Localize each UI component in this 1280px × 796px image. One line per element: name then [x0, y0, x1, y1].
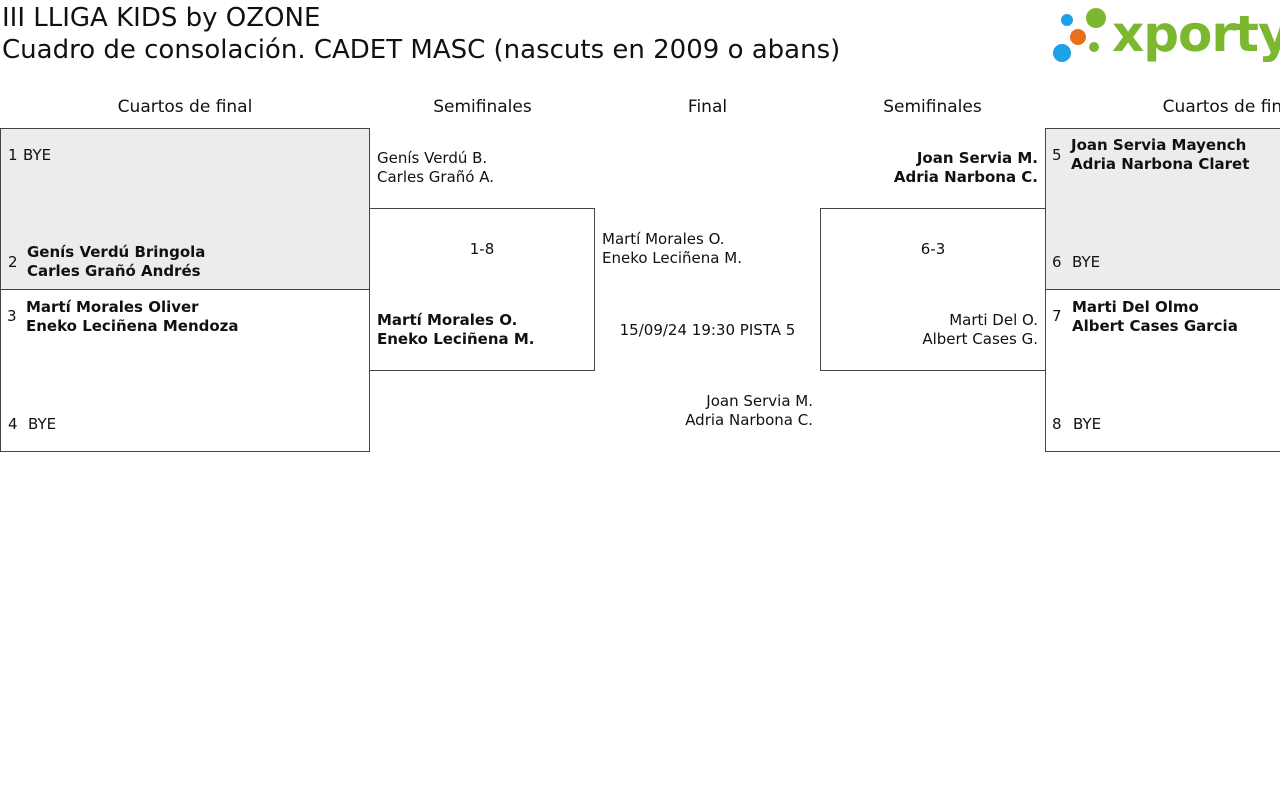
player-name: Joan Servia M. [916, 149, 1038, 167]
seed-number: 8 [1052, 415, 1062, 433]
semifinal-match-left [369, 208, 595, 371]
seed-number: 5 [1052, 146, 1062, 164]
seed-number: 2 [8, 253, 18, 271]
player-name: Joan Servia Mayench [1071, 136, 1247, 154]
player-name: Marti Del Olmo [1072, 298, 1199, 316]
player-name: Martí Morales O. [602, 230, 725, 248]
quarterfinal-match-1 [0, 128, 370, 290]
player-name: Eneko Leciñena Mendoza [26, 317, 239, 335]
xporty-logo [1050, 4, 1280, 66]
col-heading-right-quarters: Cuartos de final [1162, 97, 1280, 117]
seed-number: 6 [1052, 253, 1062, 271]
player-name: Adria Narbona Claret [1071, 155, 1250, 173]
player-name: Genís Verdú Bringola [27, 243, 206, 261]
player-name: Adria Narbona C. [685, 411, 813, 429]
match-score: 6-3 [920, 240, 946, 258]
player-name: Marti Del O. [949, 311, 1038, 329]
col-heading-final: Final [687, 97, 728, 117]
player-name: Albert Cases Garcia [1072, 317, 1238, 335]
player-name: Carles Grañó A. [377, 168, 495, 186]
logo-wordmark: xporty [1112, 5, 1280, 63]
player-name: Joan Servia M. [706, 392, 813, 410]
seed-number: 3 [7, 307, 17, 325]
player-name: Albert Cases G. [922, 330, 1038, 348]
match-score: 1-8 [469, 240, 495, 258]
team-name: BYE [23, 146, 52, 164]
player-name: Carles Grañó Andrés [27, 262, 201, 280]
team-name: BYE [1072, 253, 1101, 271]
col-heading-left-semis: Semifinales [433, 97, 532, 117]
player-name: Genís Verdú B. [377, 149, 488, 167]
tournament-title: III LLIGA KIDS by OZONE [2, 3, 321, 33]
team-name: BYE [1073, 415, 1102, 433]
player-name: Eneko Leciñena M. [377, 330, 535, 348]
player-name: Martí Morales O. [377, 311, 518, 329]
col-heading-right-semis: Semifinales [883, 97, 982, 117]
quarterfinal-match-4 [1045, 289, 1280, 452]
seed-number: 7 [1052, 307, 1062, 325]
player-name: Adria Narbona C. [893, 168, 1038, 186]
final-schedule: 15/09/24 19:30 PISTA 5 [619, 321, 796, 339]
seed-number: 4 [8, 415, 18, 433]
col-heading-left-quarters: Cuartos de final [117, 97, 253, 117]
logo-dots-icon [1053, 8, 1106, 62]
player-name: Martí Morales Oliver [26, 298, 199, 316]
team-name: BYE [28, 415, 57, 433]
player-name: Eneko Leciñena M. [602, 249, 742, 267]
seed-number: 1 [8, 146, 18, 164]
bracket-subtitle: Cuadro de consolación. CADET MASC (nascu… [2, 35, 841, 65]
